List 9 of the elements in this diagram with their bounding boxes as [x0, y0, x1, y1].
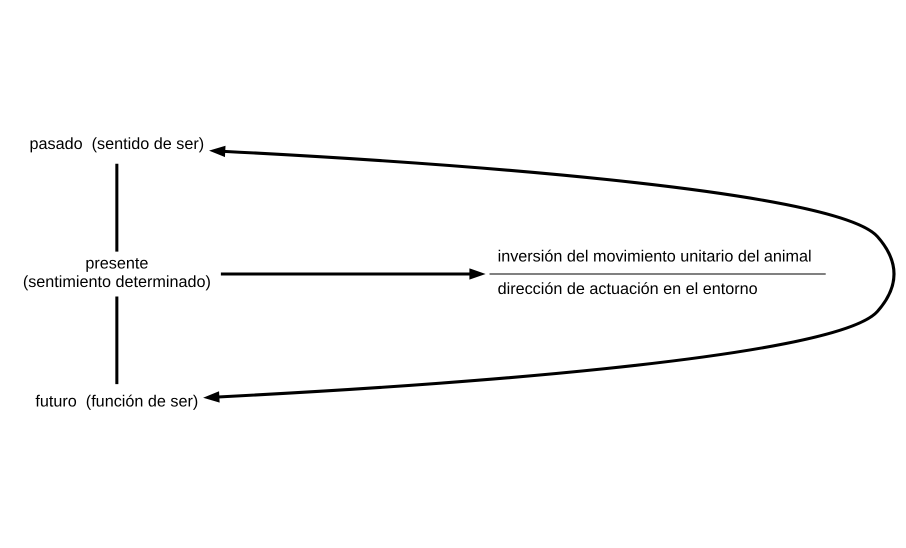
node-label: inversión del movimiento unitario del animal — [497, 248, 812, 266]
connector — [114, 296, 118, 384]
node-text: pasado (sentido de ser) — [29, 135, 204, 154]
node-label: dirección de actuación en el entorno — [497, 280, 758, 298]
node-text: futuro (función de ser) — [34, 392, 198, 410]
arrow — [202, 146, 895, 403]
arrow — [220, 268, 486, 280]
node-text: presente (sentimiento determinado) — [22, 254, 210, 291]
connector — [114, 164, 118, 252]
